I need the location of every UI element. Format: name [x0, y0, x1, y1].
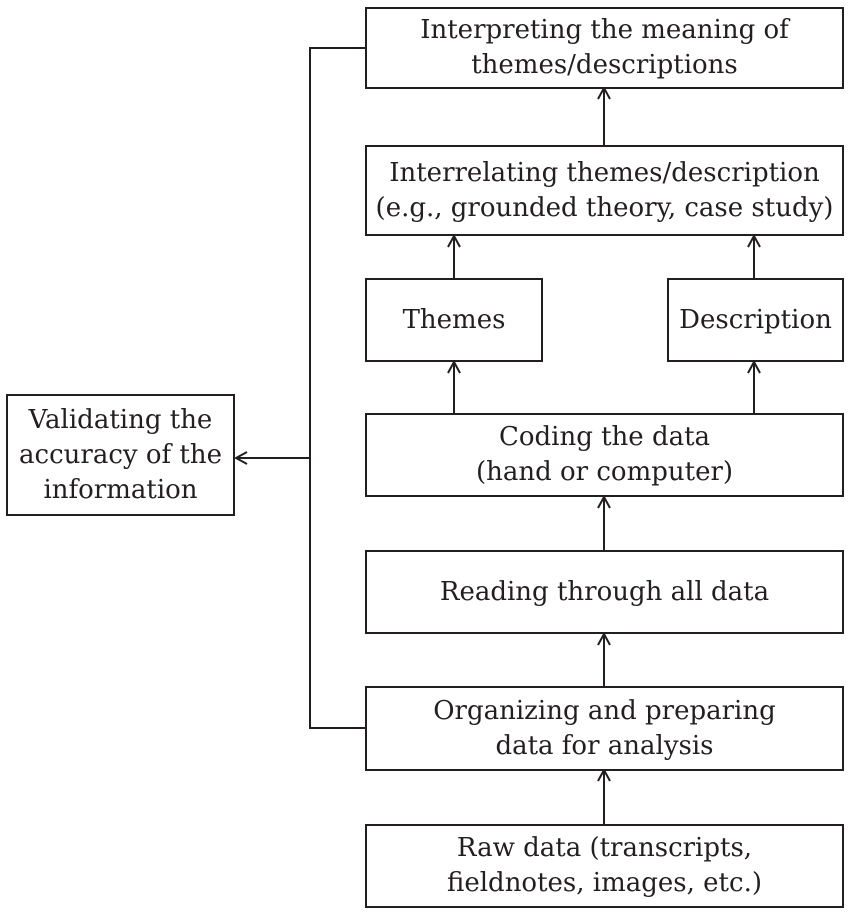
text-line: Interrelating themes/description	[389, 157, 820, 188]
description-label: Description	[679, 303, 832, 338]
raw-data-box: Raw data (transcripts, fieldnotes, images…	[365, 824, 844, 908]
interpreting-label: Interpreting the meaning of themes/descri…	[420, 13, 789, 83]
text-line: Description	[679, 304, 832, 335]
text-line: Organizing and preparing	[433, 695, 776, 726]
interrelating-label: Interrelating themes/description (e.g., g…	[376, 156, 834, 226]
description-box: Description	[667, 278, 844, 362]
text-line: (e.g., grounded theory, case study)	[375, 192, 834, 223]
text-line: Raw data (transcripts,	[456, 833, 753, 863]
text-line: information	[43, 474, 198, 505]
raw-data-label: Raw data (transcripts, fieldnotes, images…	[447, 831, 762, 901]
interrelating-box: Interrelating themes/description (e.g., g…	[365, 145, 844, 236]
themes-box: Themes	[365, 278, 543, 362]
text-line: themes/descriptions	[471, 50, 738, 80]
coding-box: Coding the data (hand or computer)	[365, 413, 844, 497]
validating-box: Validating the accuracy of the information	[6, 394, 235, 516]
validating-label: Validating the accuracy of the information	[19, 403, 222, 508]
interpreting-box: Interpreting the meaning of themes/descri…	[365, 7, 844, 89]
reading-box: Reading through all data	[365, 550, 844, 634]
text-line: (hand or computer)	[475, 457, 734, 487]
text-line: data for analysis	[495, 730, 714, 761]
organizing-label: Organizing and preparing data for analysi…	[433, 694, 776, 764]
organizing-box: Organizing and preparing data for analysi…	[365, 686, 844, 771]
text-line: Themes	[402, 304, 506, 335]
text-line: Coding the data	[498, 422, 711, 452]
themes-label: Themes	[403, 303, 506, 338]
text-line: Interpreting the meaning of	[420, 15, 789, 45]
text-line: Reading through all data	[439, 576, 770, 607]
text-line: accuracy of the	[19, 439, 222, 470]
text-line: fieldnotes, images, etc.)	[447, 868, 762, 898]
coding-label: Coding the data (hand or computer)	[476, 420, 733, 490]
reading-label: Reading through all data	[440, 575, 769, 610]
text-line: Validating the	[28, 404, 213, 435]
validation-bracket-line	[309, 47, 366, 729]
